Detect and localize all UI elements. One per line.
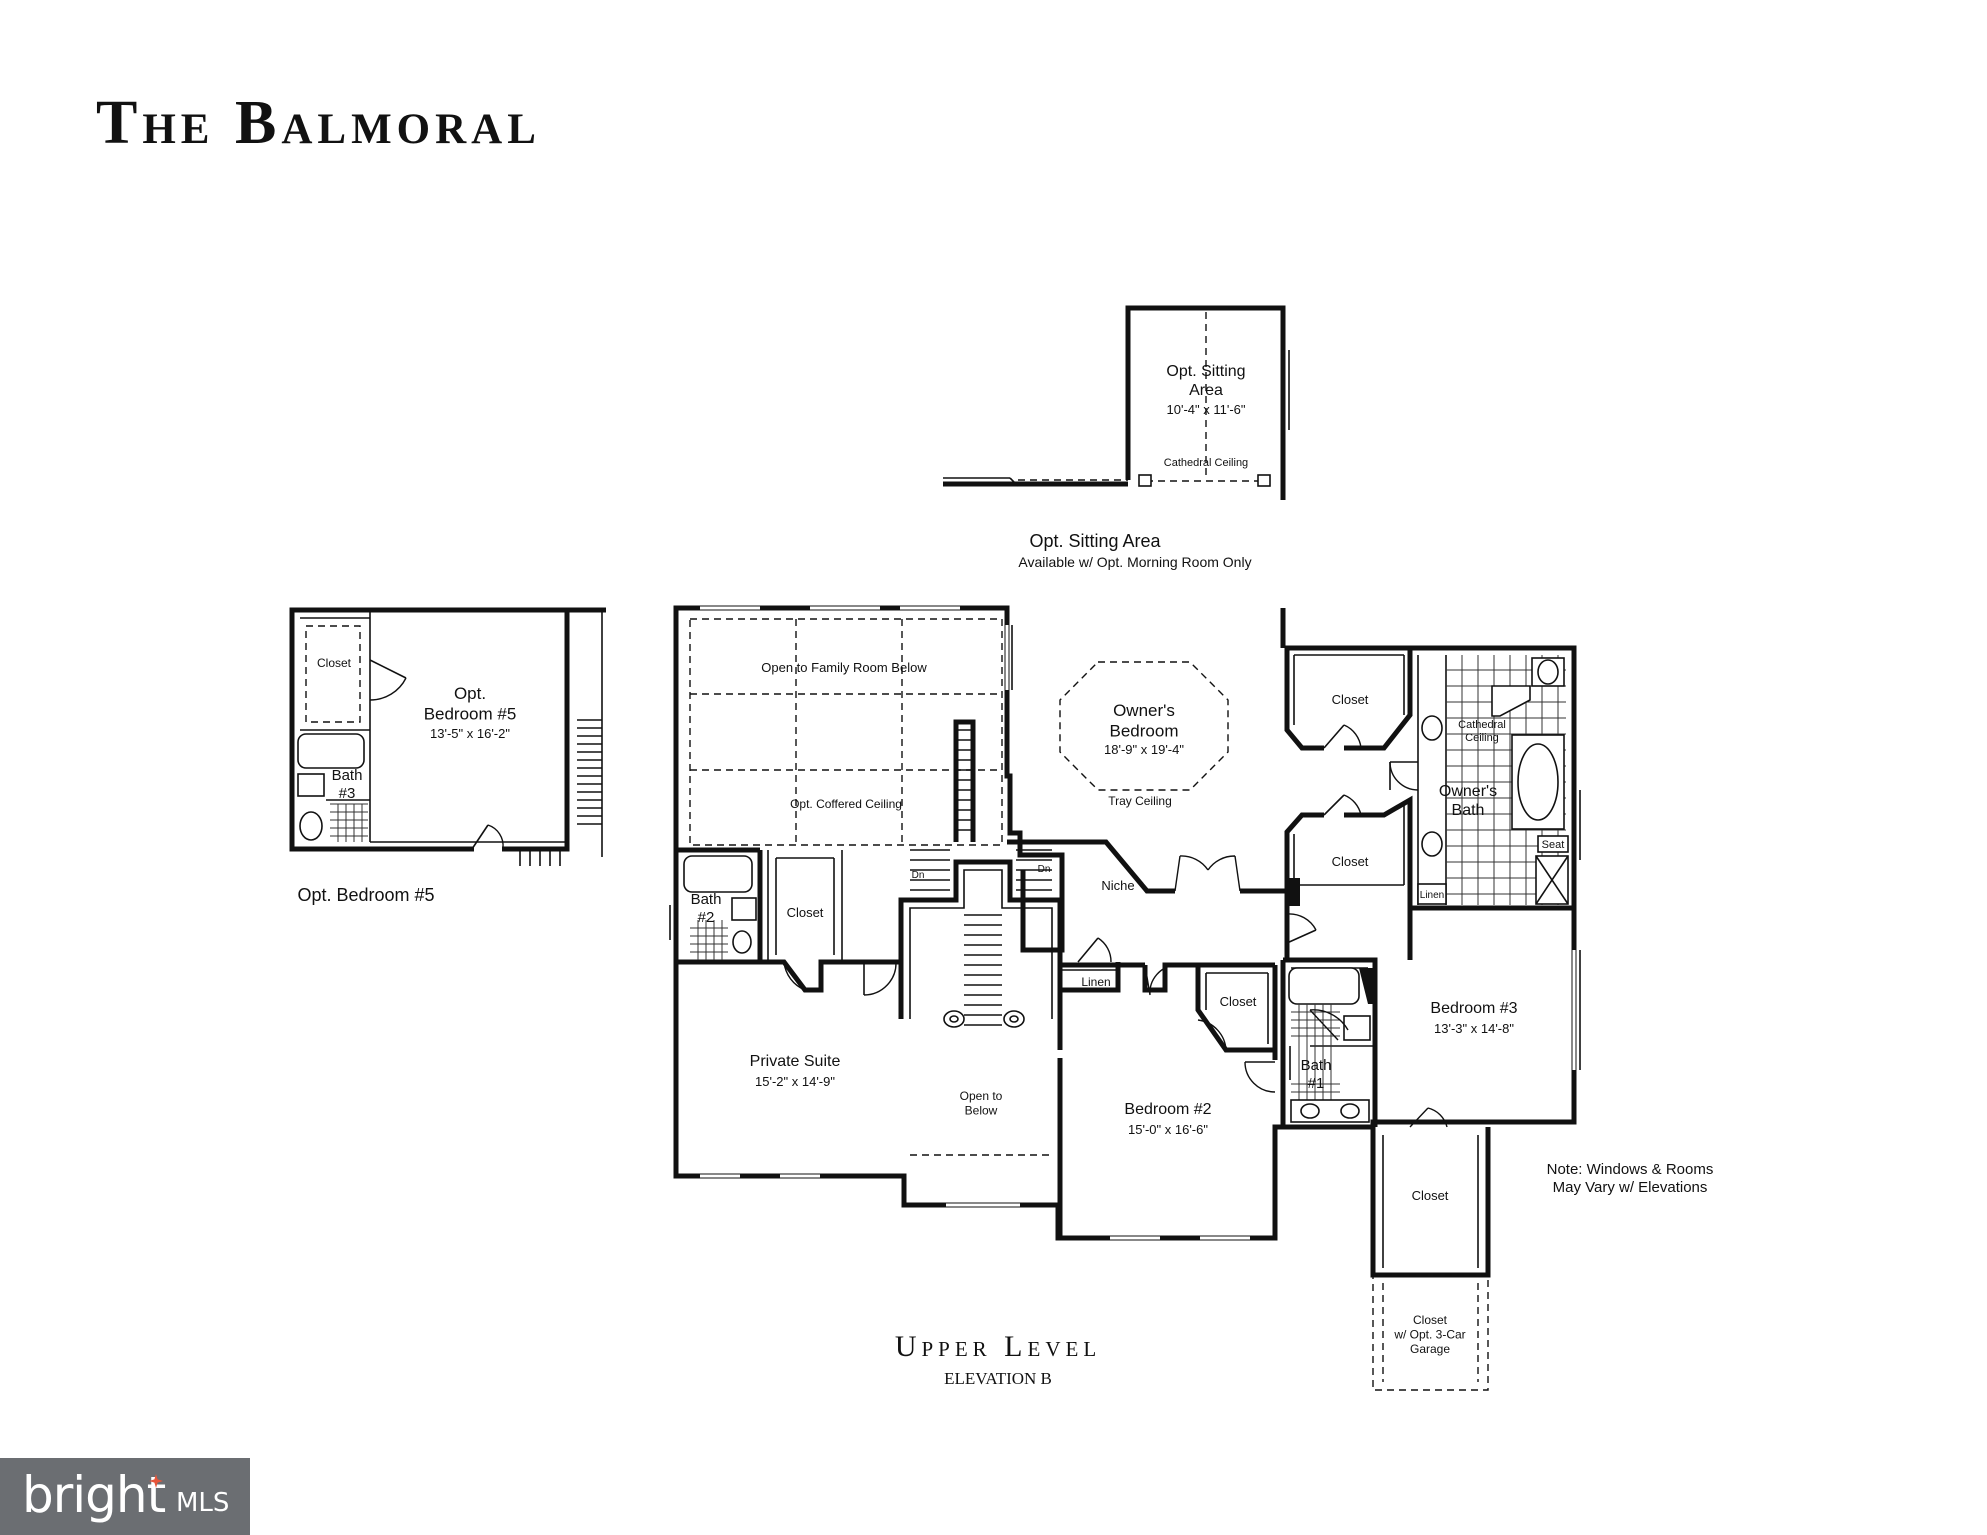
family-room-open-label: Open to Family Room Below (761, 660, 927, 675)
main-plan: Open to Family Room Below Opt. Coffered … (669, 605, 1581, 1391)
opt-garage-closet-outline (1372, 1274, 1489, 1391)
bedroom5-bath-label: Bath#3 (332, 767, 363, 802)
bath1-label: Bath#1 (1301, 1057, 1332, 1092)
bedroom2-name: Bedroom #2 (1124, 1101, 1211, 1118)
brightmls-watermark: bright MLS (0, 1458, 250, 1535)
sitting-area-caption-title: Opt. Sitting Area (1029, 531, 1161, 551)
stair-down-right-label: Dn (1038, 864, 1051, 875)
niche-label: Niche (1101, 878, 1134, 893)
watermark-mls: MLS (176, 1488, 230, 1518)
bath2-label: Bath#2 (691, 891, 722, 926)
stair-down-left-label: Dn (912, 870, 925, 881)
sink-icon (299, 811, 323, 841)
private-suite-dimensions: 15'-2" x 14'-9" (755, 1074, 835, 1089)
sink-icon (1421, 831, 1443, 857)
sitting-area-caption-subtitle: Available w/ Opt. Morning Room Only (1018, 554, 1251, 570)
bedroom2-dimensions: 15'-0" x 16'-6" (1128, 1122, 1208, 1137)
page-title: The Balmoral (96, 89, 541, 157)
linen-cabinet-icon (1417, 883, 1447, 905)
tray-ceiling-octagon (1059, 661, 1229, 791)
column-icon (1257, 474, 1271, 487)
bedroom5-plan: Closet Opt.Bedroom #5 13'-5" x 16'-2" Ba… (289, 607, 606, 905)
private-suite-name: Private Suite (750, 1053, 841, 1070)
seat-label: Seat (1542, 839, 1565, 851)
hall-linen-label: Linen (1081, 975, 1110, 989)
bedroom5-dimensions: 13'-5" x 16'-2" (430, 726, 510, 741)
window-openings (700, 606, 1576, 1240)
sink-icon (732, 930, 752, 954)
seat-icon (1537, 835, 1569, 853)
toilet-icon (731, 897, 757, 921)
family-room-open-outline (689, 618, 1003, 846)
bath1-floor-tiles (1291, 1004, 1340, 1100)
watermark-accent-icon (149, 1474, 163, 1488)
bedroom5-caption: Opt. Bedroom #5 (297, 885, 434, 905)
bathtub-icon (1288, 967, 1360, 1005)
sitting-area-walls (1125, 305, 1286, 500)
shaft-icon (1288, 878, 1300, 906)
column-icon (1138, 474, 1152, 487)
bedroom5-closet-label: Closet (317, 656, 352, 670)
watermark-brand: bright (22, 1466, 166, 1524)
toilet-icon (297, 773, 325, 797)
coffered-ceiling-label: Opt. Coffered Ceiling (790, 797, 902, 811)
sink-icon (1340, 1103, 1360, 1119)
main-staircase-treads (964, 914, 1002, 1026)
bathtub-icon (297, 733, 365, 769)
elevation-label: ELEVATION B (944, 1369, 1052, 1388)
owner-linen-label: Linen (1420, 890, 1444, 901)
bedroom5-room-name: Opt.Bedroom #5 (424, 684, 517, 723)
level-title: Upper Level (895, 1330, 1101, 1363)
bathtub-icon (683, 855, 753, 893)
sink-icon (1300, 1103, 1320, 1119)
owner-closet-top-label: Closet (1332, 692, 1369, 707)
soaking-tub-icon (1517, 743, 1559, 821)
bedroom3-name: Bedroom #3 (1430, 1000, 1517, 1017)
toilet-icon (1343, 1015, 1371, 1041)
bath3-floor-tiles (330, 803, 368, 842)
lower-closet-label: Closet (1412, 1188, 1449, 1203)
bedroom3-dimensions: 13'-3" x 14'-8" (1434, 1021, 1514, 1036)
tub-surround-icon (1359, 968, 1375, 1004)
sink-icon (1421, 715, 1443, 741)
owners-bedroom-dimensions: 18'-9" x 19'-4" (1104, 742, 1184, 757)
owner-closet-bottom-label: Closet (1332, 854, 1369, 869)
sitting-area-dimensions: 10'-4" x 11'-6" (1167, 402, 1246, 417)
bedroom2-closet-label: Closet (1220, 994, 1257, 1009)
suite-closet-label: Closet (787, 905, 824, 920)
shower-seat-icon (1491, 685, 1531, 717)
tray-ceiling-label: Tray Ceiling (1108, 794, 1172, 808)
sitting-area-ceiling-note: Cathedral Ceiling (1164, 457, 1248, 469)
bath2-floor-tiles (690, 920, 728, 960)
